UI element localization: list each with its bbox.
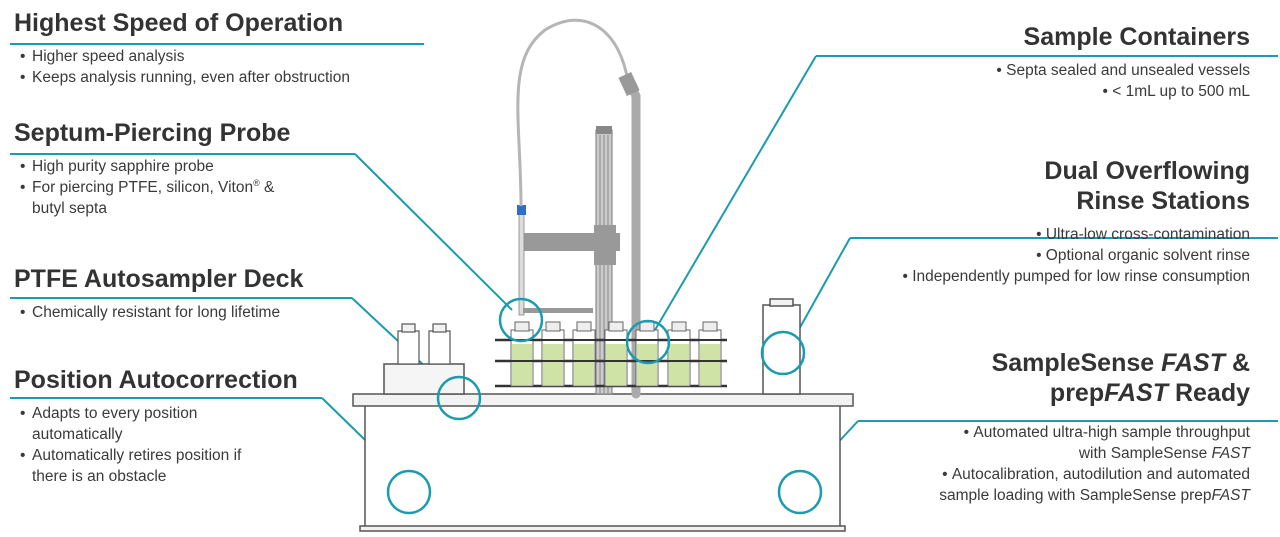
heading-containers: Sample Containers <box>1023 23 1250 51</box>
bullets-samplesense: Automated ultra-high sample throughputwi… <box>939 422 1250 506</box>
rinse-station-cap <box>769 298 794 307</box>
bullet: < 1mL up to 500 mL <box>996 81 1250 102</box>
leader-containers <box>654 55 817 331</box>
leader-rinse <box>792 237 851 341</box>
vial-liquid <box>700 344 720 385</box>
feature-speed: Highest Speed of Operation Higher speed … <box>14 8 350 88</box>
feature-autocorrect: Position Autocorrection Adapts to every … <box>14 365 298 487</box>
bullet: Septa sealed and unsealed vessels <box>996 60 1250 81</box>
rinse-pipe <box>623 75 641 399</box>
vial-cap <box>671 321 687 332</box>
vial-cap <box>545 321 561 332</box>
bullet: Ultra-low cross-contamination <box>903 224 1250 245</box>
bullets-speed: Higher speed analysis Keeps analysis run… <box>14 46 350 88</box>
vial-liquid <box>669 344 689 385</box>
callout-deck <box>436 375 482 421</box>
bullets-rinse: Ultra-low cross-contamination Optional o… <box>903 224 1250 287</box>
bullet: Higher speed analysis <box>14 46 350 67</box>
bullet: Chemically resistant for long lifetime <box>14 302 303 323</box>
heading-speed: Highest Speed of Operation <box>14 9 344 37</box>
bullets-probe: High purity sapphire probe For piercing … <box>14 156 290 219</box>
callout-autocorrect-left <box>386 469 432 515</box>
bullet: Independently pumped for low rinse consu… <box>903 266 1250 287</box>
bullet: Keeps analysis running, even after obstr… <box>14 67 350 88</box>
leader-probe <box>354 153 513 311</box>
bullets-containers: Septa sealed and unsealed vessels < 1mL … <box>996 60 1250 102</box>
feature-containers: Sample Containers Septa sealed and unsea… <box>996 22 1250 102</box>
heading-samplesense: SampleSense FAST & prepFAST Ready <box>991 349 1250 407</box>
vial-liquid <box>574 344 594 385</box>
vial-cap <box>514 321 530 332</box>
vial-cap <box>639 321 655 332</box>
vial-liquid <box>637 344 657 385</box>
vial-cap <box>608 321 624 332</box>
bullet: Optional organic solvent rinse <box>903 245 1250 266</box>
callout-containers <box>625 319 671 365</box>
standard-bottle-1 <box>397 330 420 365</box>
bullet: For piercing PTFE, silicon, Viton® &buty… <box>14 177 290 219</box>
feature-probe: Septum-Piercing Probe High purity sapphi… <box>14 118 290 219</box>
standard-bottle-2 <box>428 330 451 365</box>
bullet: Autocalibration, autodilution and automa… <box>939 464 1250 506</box>
callout-probe <box>498 297 544 343</box>
base-foot <box>359 525 846 532</box>
vial-cap <box>702 321 718 332</box>
feature-deck: PTFE Autosampler Deck Chemically resista… <box>14 264 303 323</box>
vial-cap <box>576 321 592 332</box>
tower-cap <box>596 126 612 134</box>
heading-deck: PTFE Autosampler Deck <box>14 265 304 293</box>
deck-plate <box>352 393 854 407</box>
bullet: High purity sapphire probe <box>14 156 290 177</box>
heading-autocorrect: Position Autocorrection <box>14 366 298 394</box>
feature-samplesense: SampleSense FAST & prepFAST Ready Automa… <box>939 348 1250 506</box>
probe-tubing <box>516 18 630 207</box>
bullets-deck: Chemically resistant for long lifetime <box>14 302 303 323</box>
vial-liquid <box>606 344 626 385</box>
callout-rinse <box>760 330 806 376</box>
heading-probe: Septum-Piercing Probe <box>14 119 291 147</box>
base-body <box>364 403 841 530</box>
vial-liquid <box>512 344 532 385</box>
bullet: Automated ultra-high sample throughputwi… <box>939 422 1250 464</box>
sample-vials <box>510 321 722 387</box>
rinse-station <box>762 304 801 395</box>
vial-liquid <box>543 344 563 385</box>
callout-samplesense <box>777 469 823 515</box>
